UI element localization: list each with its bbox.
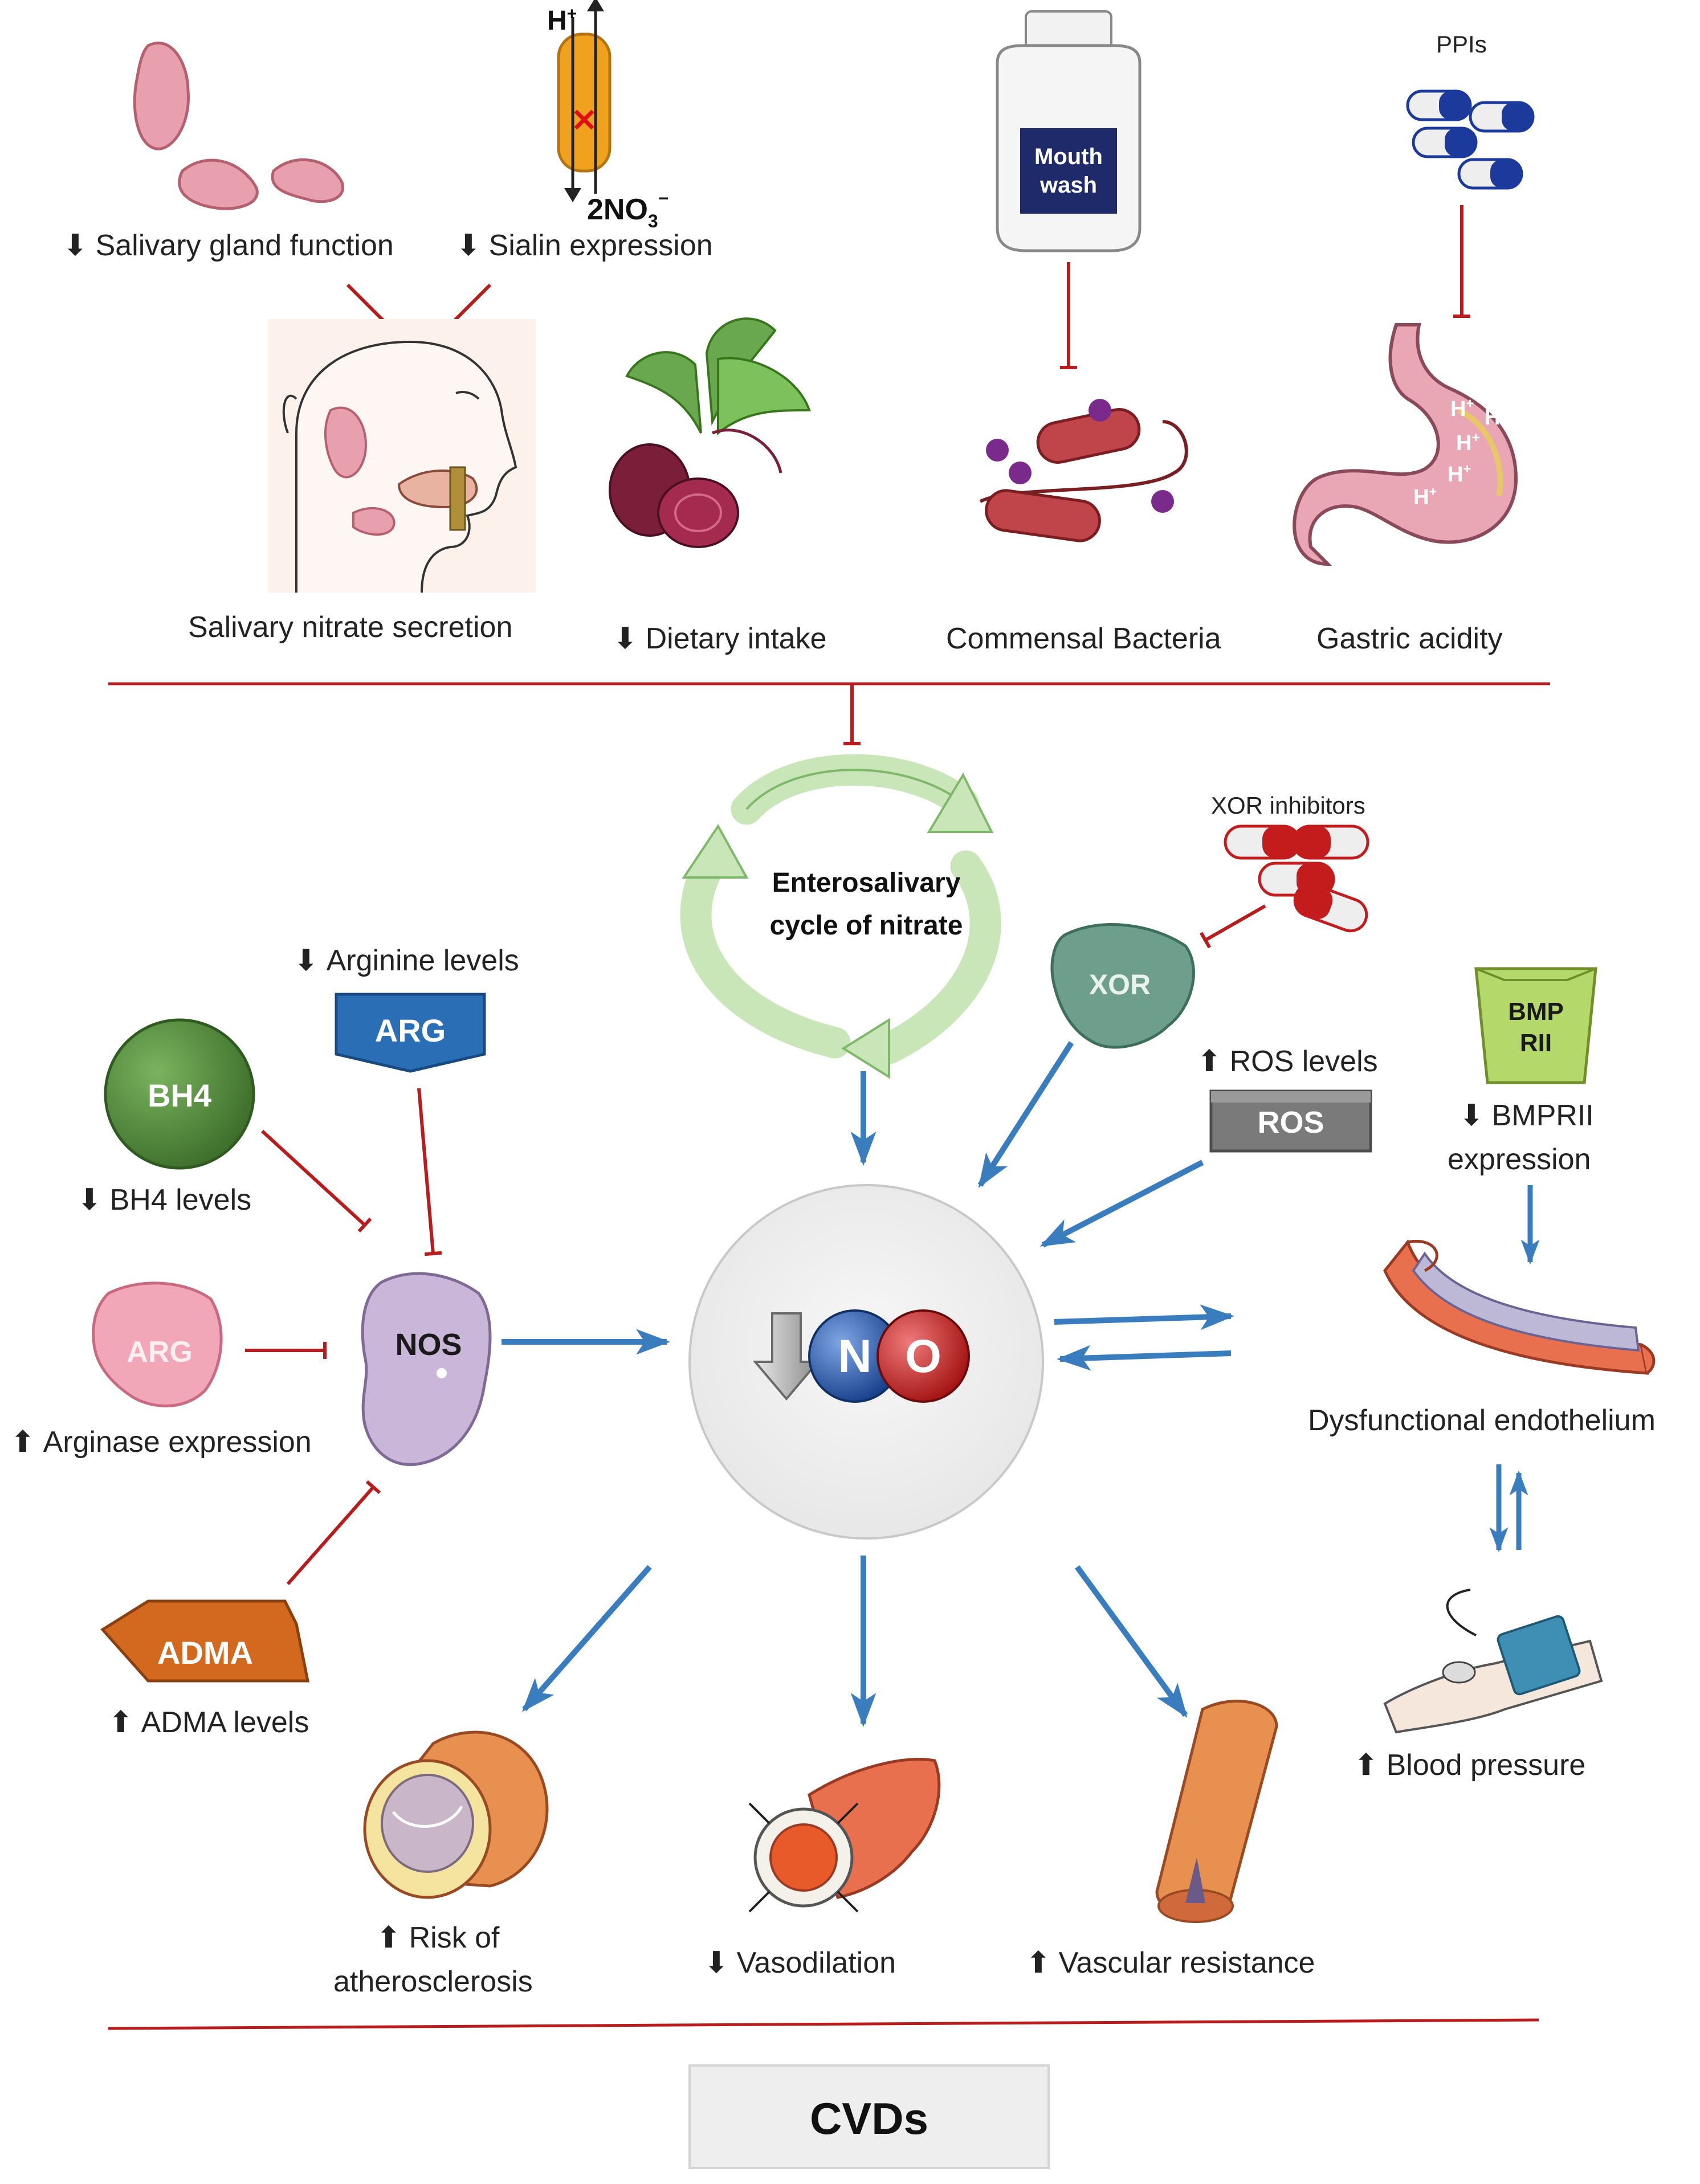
atherosclerosis-caption-line1: ⬆Risk of xyxy=(376,1921,500,1954)
salivary-secretion-caption: Salivary nitrate secretion xyxy=(188,611,512,644)
xor-inhibitors-label: XOR inhibitors xyxy=(1211,792,1365,819)
nos-highlight-dot xyxy=(437,1368,447,1378)
adma-label: ADMA xyxy=(157,1635,253,1671)
svg-text:H+: H+ xyxy=(1450,396,1474,421)
blood-pressure-cuff-illustration xyxy=(1383,1589,1603,1734)
bmpr-receptor-shape xyxy=(1474,967,1597,1084)
endothelium-vessel-illustration xyxy=(1383,1239,1656,1375)
flow-no-to-resistance xyxy=(1074,1565,1188,1718)
xor-label: XOR xyxy=(1089,969,1151,1001)
bh4-levels-caption: ⬇BH4 levels xyxy=(77,1183,251,1216)
inhibit-xor-inhibitor-to-xor xyxy=(1199,904,1266,949)
enterosalivary-cycle-arrows xyxy=(680,754,1001,1079)
arg-top-box xyxy=(335,993,486,1073)
cycle-label-line1: Enterosalivary xyxy=(772,868,961,898)
arg-top-label: ARG xyxy=(375,1013,446,1048)
oxygen-atom xyxy=(877,1309,970,1403)
bmpr-caption-line1: ⬇BMPRII xyxy=(1459,1099,1594,1132)
nos-label: NOS xyxy=(395,1328,462,1362)
gastric-acidity-caption: Gastric acidity xyxy=(1316,622,1503,655)
salivary-gland-caption: ⬇Salivary gland function xyxy=(63,229,394,262)
sialin-hplus-label: H+ xyxy=(547,5,577,36)
svg-text:H+: H+ xyxy=(1485,405,1508,430)
ros-label: ROS xyxy=(1257,1105,1324,1140)
cycle-label-line2: cycle of nitrate xyxy=(770,911,963,941)
flow-ros-to-no xyxy=(1039,1160,1204,1248)
nitrogen-label: N xyxy=(838,1330,871,1382)
vascular-resistance-caption: ⬆Vascular resistance xyxy=(1026,1946,1315,1979)
salivary-gland-illustration xyxy=(133,42,345,210)
arginine-levels-caption: ⬇Arginine levels xyxy=(293,944,519,977)
commensal-bacteria-illustration xyxy=(979,399,1188,542)
bmpr-label-line2: RII xyxy=(1520,1029,1552,1057)
sialin-nitrate-label: 2NO3− xyxy=(587,188,668,231)
svg-text:H+: H+ xyxy=(1448,462,1471,487)
atherosclerosis-caption-line2: atherosclerosis xyxy=(333,1965,533,1998)
bh4-circle xyxy=(104,1018,255,1170)
inhibit-adma-to-nos xyxy=(286,1480,381,1585)
flow-endothelium-to-no xyxy=(1057,1345,1232,1371)
atherosclerosis-vessel-illustration xyxy=(363,1730,549,1899)
inhibit-bh4-to-nos xyxy=(260,1129,372,1233)
bmpr-label-line1: BMP xyxy=(1508,998,1564,1026)
ppis-label: PPIs xyxy=(1436,31,1487,58)
arginase-caption: ⬆Arginase expression xyxy=(10,1426,312,1459)
oxygen-label: O xyxy=(905,1330,941,1382)
flow-no-to-endothelium xyxy=(1054,1304,1234,1330)
xor-inhibitor-pills-illustration xyxy=(1224,824,1369,933)
sialin-expression-caption: ⬇Sialin expression xyxy=(456,229,713,262)
arginase-label: ARG xyxy=(127,1336,193,1369)
xor-enzyme-shape xyxy=(1050,923,1195,1049)
commensal-bacteria-caption: Commensal Bacteria xyxy=(946,622,1221,655)
decrease-arrow-icon xyxy=(752,1312,821,1401)
bottom-divider-line xyxy=(108,2018,1539,2030)
mouthwash-label-line1: Mouth xyxy=(1034,144,1103,169)
head-profile-illustration xyxy=(268,319,536,593)
dysfunctional-endothelium-caption: Dysfunctional endothelium xyxy=(1308,1404,1656,1437)
vasodilation-vessel-illustration xyxy=(748,1758,941,1913)
bmpr-receptor-top xyxy=(1475,968,1596,981)
adma-caption: ⬆ADMA levels xyxy=(108,1706,309,1739)
cvds-label: CVDs xyxy=(810,2093,928,2144)
blood-pressure-caption: ⬆Blood pressure xyxy=(1354,1749,1585,1782)
ros-caption: ⬆ROS levels xyxy=(1197,1045,1378,1078)
mouthwash-bottle-illustration xyxy=(996,10,1142,252)
stomach-illustration xyxy=(1293,323,1518,566)
mouthwash-label-line2: wash xyxy=(1039,173,1097,198)
bh4-label: BH4 xyxy=(148,1077,211,1113)
ppi-pills-illustration xyxy=(1406,89,1535,190)
inhibit-arginine-to-nos xyxy=(417,1088,442,1256)
svg-text:H+: H+ xyxy=(1456,430,1479,455)
adma-shape xyxy=(100,1599,310,1683)
beetroot-illustration xyxy=(609,317,811,548)
nos-enzyme-shape xyxy=(361,1272,492,1466)
flow-xor-to-no xyxy=(977,1041,1074,1189)
bmpr-caption-line2: expression xyxy=(1448,1143,1591,1176)
flow-no-to-atherosclerosis xyxy=(522,1565,652,1712)
sialin-transporter-illustration xyxy=(557,0,611,202)
stomach-hplus-labels: H+ H+ H+ H+ H+ xyxy=(1413,396,1508,509)
vasodilation-caption: ⬇Vasodilation xyxy=(704,1946,896,1979)
ros-box-highlight xyxy=(1211,1091,1371,1103)
dietary-intake-caption: ⬇Dietary intake xyxy=(613,622,827,655)
svg-text:H+: H+ xyxy=(1413,484,1437,509)
resistance-vessel-illustration xyxy=(1155,1700,1278,1923)
cvds-box xyxy=(688,2064,1050,2169)
arginase-shape xyxy=(92,1281,223,1407)
